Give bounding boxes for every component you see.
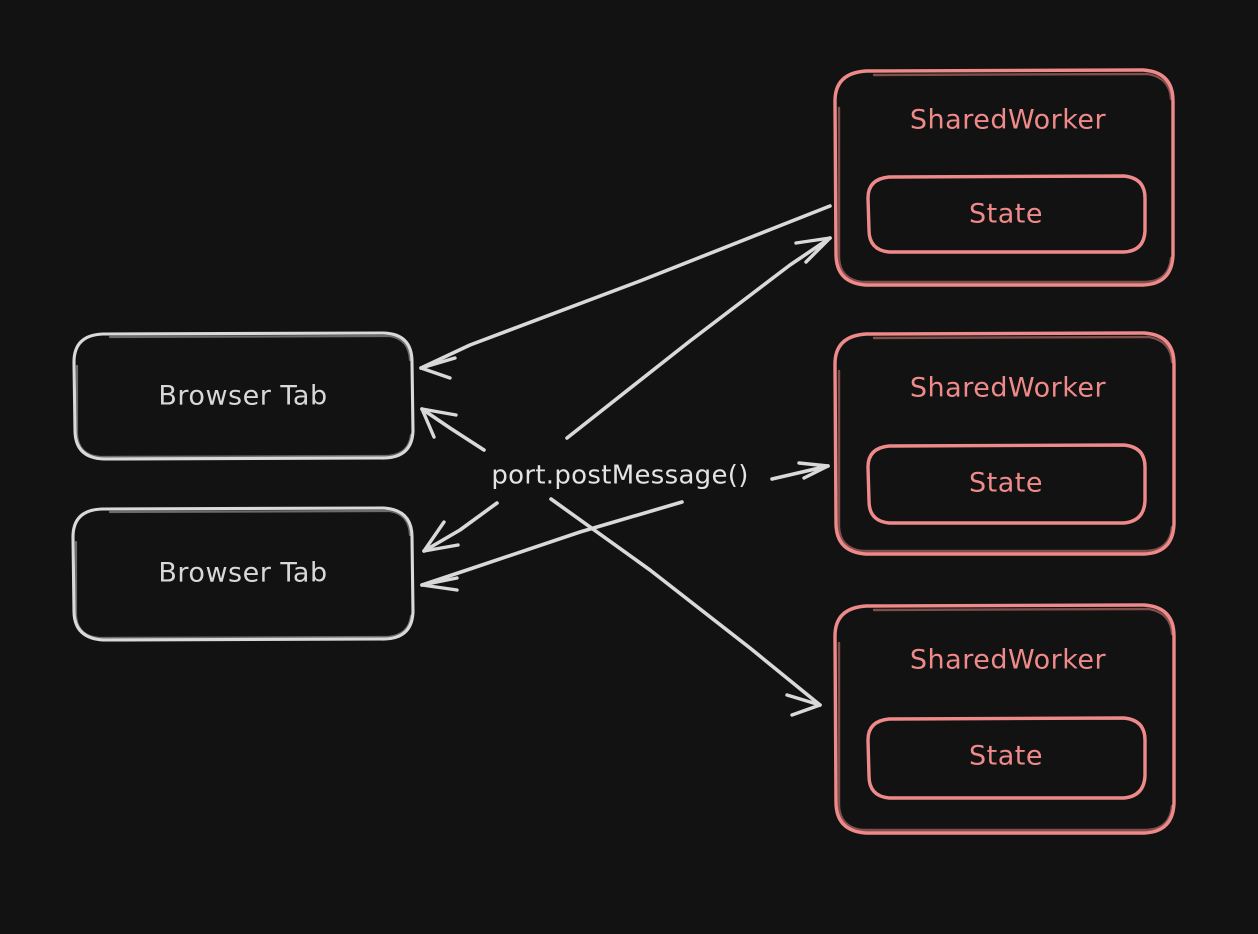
shared-worker-1-box (833, 68, 1175, 287)
edge-hub-to-worker1 (565, 236, 832, 440)
edge-worker1-to-tab1 (419, 204, 832, 380)
edge-hub-to-tab2-upper (422, 501, 499, 553)
shared-worker-2-box (833, 331, 1176, 556)
shared-worker-3[interactable]: SharedWorker State (833, 603, 1176, 835)
browser-tab-2-label: Browser Tab (158, 558, 327, 589)
shared-worker-2[interactable]: SharedWorker State (833, 331, 1176, 556)
browser-tab-2[interactable]: Browser Tab (71, 506, 415, 642)
shared-worker-3-state-label: State (969, 741, 1043, 772)
browser-tab-1-box (72, 331, 415, 461)
shared-worker-1-box-sketch (837, 72, 1173, 284)
shared-worker-2-label: SharedWorker (910, 373, 1107, 404)
shared-workers-layer: SharedWorker State SharedWorker State (833, 68, 1176, 835)
shared-worker-3-state[interactable]: State (866, 716, 1147, 800)
browser-tab-2-box-sketch (74, 509, 413, 640)
shared-worker-1[interactable]: SharedWorker State (833, 68, 1175, 287)
shared-worker-3-box-sketch (837, 607, 1174, 832)
shared-worker-3-label: SharedWorker (910, 645, 1107, 676)
shared-worker-2-state-label: State (969, 468, 1043, 499)
edge-hub-to-worker2 (770, 461, 830, 481)
edge-hub-to-worker3 (549, 497, 822, 717)
edge-label-postmessage: port.postMessage() (491, 461, 748, 491)
shared-worker-1-state[interactable]: State (866, 174, 1147, 254)
shared-worker-1-state-box (866, 174, 1147, 254)
browser-tab-1-label: Browser Tab (158, 381, 327, 412)
edge-hub-to-tab1 (420, 407, 486, 452)
browser-tabs-layer: Browser Tab Browser Tab (71, 331, 415, 642)
shared-worker-2-state-box (866, 443, 1147, 525)
edge-worker3-to-tab2 (420, 500, 684, 592)
shared-worker-3-box (833, 603, 1176, 835)
shared-worker-1-state-label: State (969, 199, 1043, 230)
browser-tab-1-box-sketch (75, 334, 413, 459)
browser-tab-1[interactable]: Browser Tab (72, 331, 415, 461)
shared-worker-3-state-box (866, 716, 1147, 800)
shared-worker-2-state[interactable]: State (866, 443, 1147, 525)
shared-worker-1-label: SharedWorker (910, 105, 1107, 136)
browser-tab-2-box (71, 506, 415, 642)
edges-layer: port.postMessage() (419, 204, 832, 717)
shared-worker-2-box-sketch (837, 335, 1174, 553)
